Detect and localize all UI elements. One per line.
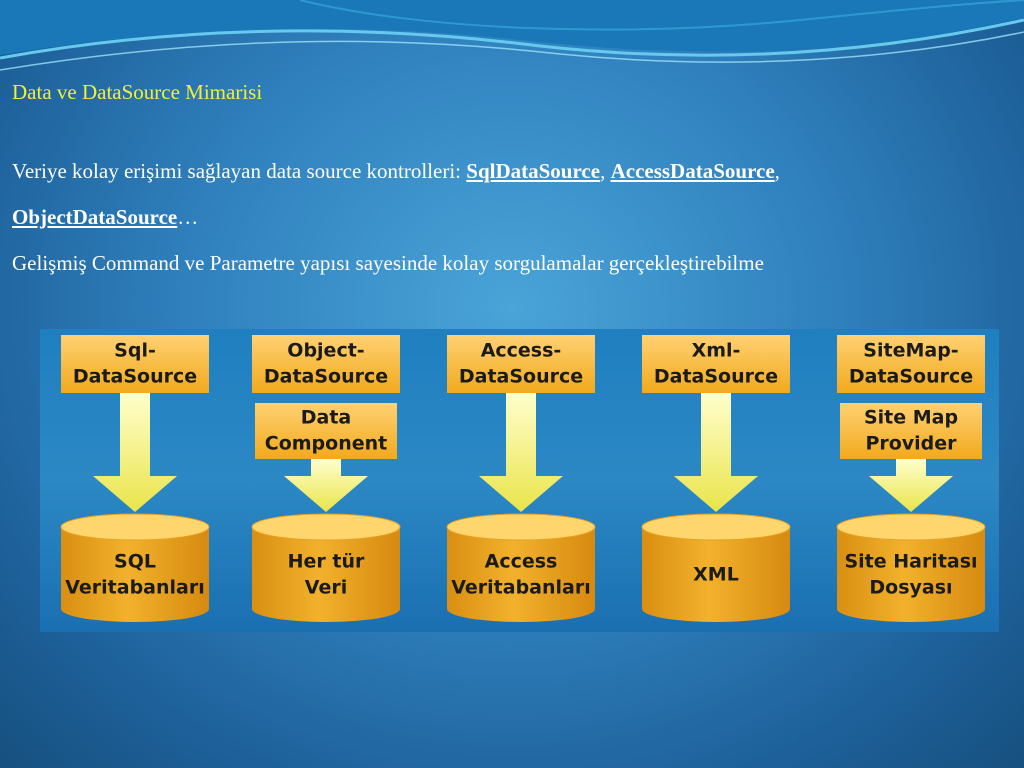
storage-label: Veri — [305, 576, 347, 598]
down-arrow — [674, 393, 758, 512]
datasource-label: DataSource — [849, 365, 973, 387]
component-label: Provider — [865, 432, 957, 454]
storage-label: Her tür — [288, 551, 365, 573]
datasource-label: DataSource — [654, 365, 778, 387]
datasource-label: SiteMap- — [863, 340, 958, 362]
database-cylinder-top — [446, 513, 596, 541]
controls-intro-text: Veriye kolay erişimi sağlayan data sourc… — [12, 159, 467, 183]
down-arrow — [869, 459, 953, 512]
header-wave-decoration — [0, 0, 1024, 71]
storage-label: Dosyası — [869, 576, 952, 598]
database-cylinder-top — [641, 513, 791, 541]
separator-comma: , — [600, 159, 611, 183]
storage-label: Veritabanları — [65, 576, 205, 598]
datasource-box — [642, 335, 790, 393]
storage-label: Veritabanları — [451, 576, 591, 598]
ellipsis-text: … — [177, 205, 199, 229]
link-objectdatasource[interactable]: ObjectDataSource — [12, 205, 178, 229]
diagram-column — [60, 335, 210, 622]
down-arrow — [93, 393, 177, 512]
component-box — [255, 403, 397, 459]
datasource-box — [252, 335, 400, 393]
database-cylinder-top — [836, 513, 986, 541]
datasource-label: Sql- — [114, 340, 156, 362]
datasource-label: Xml- — [692, 340, 741, 362]
diagram-column — [251, 335, 401, 622]
diagram-column — [641, 335, 791, 622]
body-line-command: Gelişmiş Command ve Parametre yapısı say… — [12, 251, 764, 275]
component-label: Component — [265, 432, 387, 454]
slide-title: Data ve DataSource Mimarisi — [12, 80, 263, 104]
storage-label: Site Haritası — [844, 551, 977, 573]
datasource-box — [61, 335, 209, 393]
datasource-label: DataSource — [73, 365, 197, 387]
component-box — [840, 403, 982, 459]
datasource-box — [447, 335, 595, 393]
storage-label: SQL — [114, 551, 156, 573]
datasource-label: DataSource — [459, 365, 583, 387]
database-cylinder-top — [251, 513, 401, 541]
database-cylinder — [642, 527, 790, 622]
datasource-box — [837, 335, 985, 393]
database-cylinder — [252, 527, 400, 622]
database-cylinder-top — [60, 513, 210, 541]
datasource-label: Object- — [287, 340, 364, 362]
database-cylinder — [837, 527, 985, 622]
diagram-column — [836, 335, 986, 622]
database-cylinder — [61, 527, 209, 622]
storage-label: XML — [693, 564, 739, 586]
slide-body: Veriye kolay erişimi sağlayan data sourc… — [12, 148, 1017, 286]
down-arrow — [479, 393, 563, 512]
down-arrow — [284, 459, 368, 512]
datasource-label: Access- — [481, 340, 562, 362]
separator-comma: , — [774, 159, 780, 183]
storage-label: Access — [485, 551, 558, 573]
component-label: Data — [301, 407, 352, 429]
link-sqldatasource[interactable]: SqlDataSource — [466, 159, 601, 183]
diagram-column — [446, 335, 596, 622]
component-label: Site Map — [864, 407, 958, 429]
database-cylinder — [447, 527, 595, 622]
datasource-label: DataSource — [264, 365, 388, 387]
body-line-controls: Veriye kolay erişimi sağlayan data sourc… — [12, 148, 1017, 240]
link-accessdatasource[interactable]: AccessDataSource — [610, 159, 775, 183]
